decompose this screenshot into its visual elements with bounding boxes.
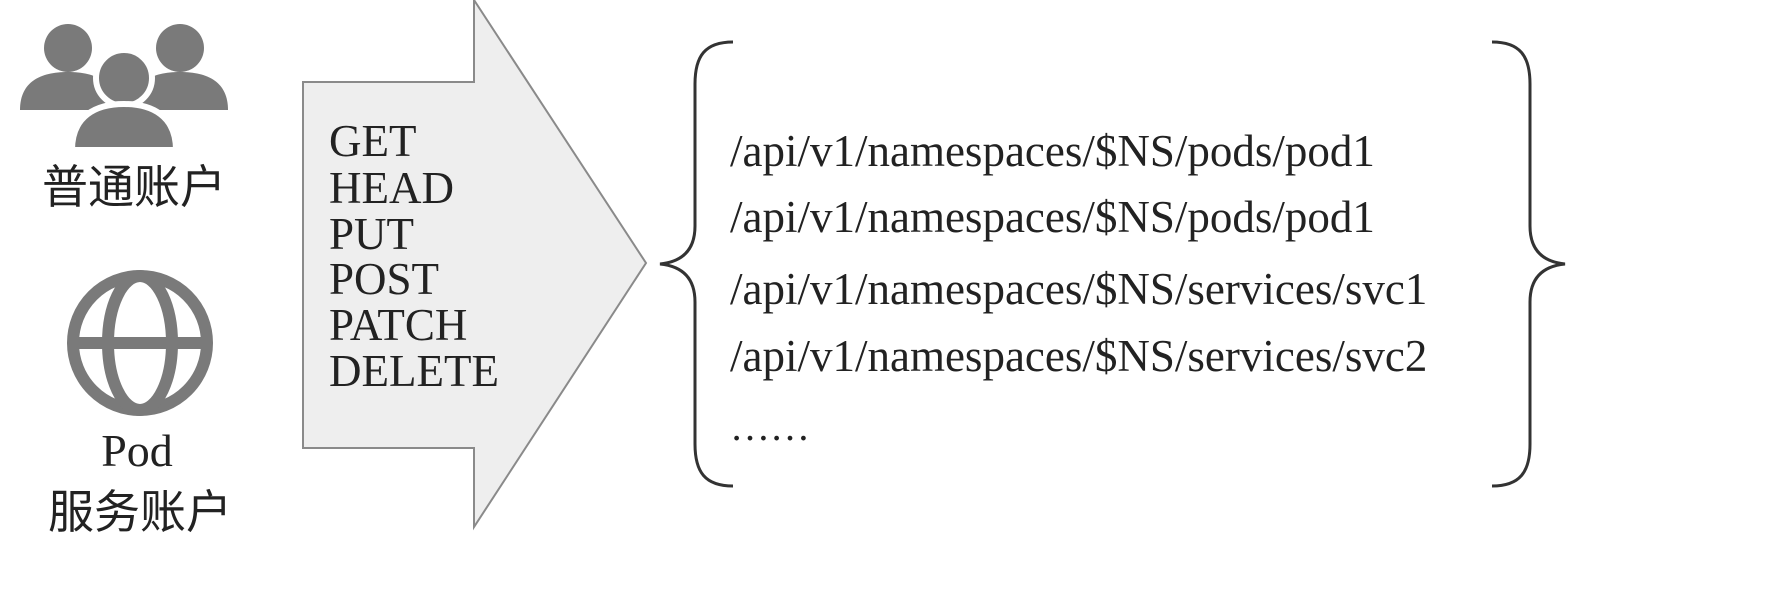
request-arrow bbox=[302, 0, 648, 531]
verb-list: GET HEAD PUT POST PATCH DELETE bbox=[329, 116, 499, 396]
verb-item: HEAD bbox=[329, 163, 454, 213]
resource-ellipsis: …… bbox=[730, 404, 810, 449]
users-group-icon bbox=[20, 24, 228, 153]
resource-list: /api/v1/namespaces/$NS/pods/pod1 /api/v1… bbox=[730, 126, 1427, 449]
verb-item: PUT bbox=[329, 209, 414, 259]
right-brace bbox=[1491, 40, 1566, 488]
verb-item: GET bbox=[329, 116, 416, 166]
verb-item: PATCH bbox=[329, 300, 467, 350]
globe-icon bbox=[67, 270, 213, 416]
resource-path: /api/v1/namespaces/$NS/services/svc2 bbox=[730, 331, 1427, 381]
pod-label: Pod bbox=[101, 425, 173, 476]
verb-item: POST bbox=[329, 254, 439, 304]
resource-path: /api/v1/namespaces/$NS/pods/pod1 bbox=[730, 126, 1375, 176]
user-accounts-label: 普通账户 bbox=[42, 160, 226, 214]
resource-path: /api/v1/namespaces/$NS/services/svc1 bbox=[730, 264, 1427, 314]
left-brace bbox=[659, 40, 734, 488]
resource-path: /api/v1/namespaces/$NS/pods/pod1 bbox=[730, 192, 1375, 242]
service-account-label: 服务账户 bbox=[48, 485, 232, 539]
verb-item: DELETE bbox=[329, 346, 499, 396]
